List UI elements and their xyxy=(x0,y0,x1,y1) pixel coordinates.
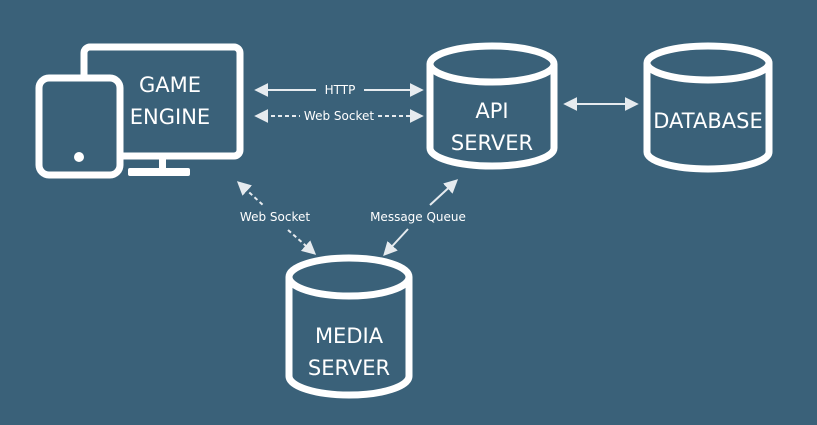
http-label: HTTP xyxy=(325,83,356,97)
api-server-label-line1: API xyxy=(475,99,508,123)
cylinder-icon xyxy=(643,42,773,173)
devices-icon xyxy=(35,43,244,179)
api-server-label-line2: SERVER xyxy=(451,131,533,155)
message-queue-connector: Message Queue xyxy=(370,179,466,257)
message-queue-label: Message Queue xyxy=(370,210,466,224)
media-server-label-line2: SERVER xyxy=(308,356,390,380)
game-engine-label-line1: GAME xyxy=(139,73,201,97)
database-node: DATABASE xyxy=(643,42,773,173)
media-server-node: MEDIA SERVER xyxy=(285,254,413,399)
websocket-connector-media: Web Socket xyxy=(236,181,317,255)
websocket-media-label: Web Socket xyxy=(240,210,310,224)
api-server-node: API SERVER xyxy=(426,42,558,170)
game-engine-label-line2: ENGINE xyxy=(130,105,210,129)
http-connector: HTTP xyxy=(254,83,424,97)
media-server-label-line1: MEDIA xyxy=(315,324,384,348)
cylinder-icon xyxy=(285,254,413,399)
game-engine-node: GAME ENGINE xyxy=(35,43,244,179)
websocket-connector-top: Web Socket xyxy=(254,109,424,123)
database-label: DATABASE xyxy=(653,109,762,133)
cylinder-icon xyxy=(426,42,558,170)
websocket-top-label: Web Socket xyxy=(304,109,374,123)
